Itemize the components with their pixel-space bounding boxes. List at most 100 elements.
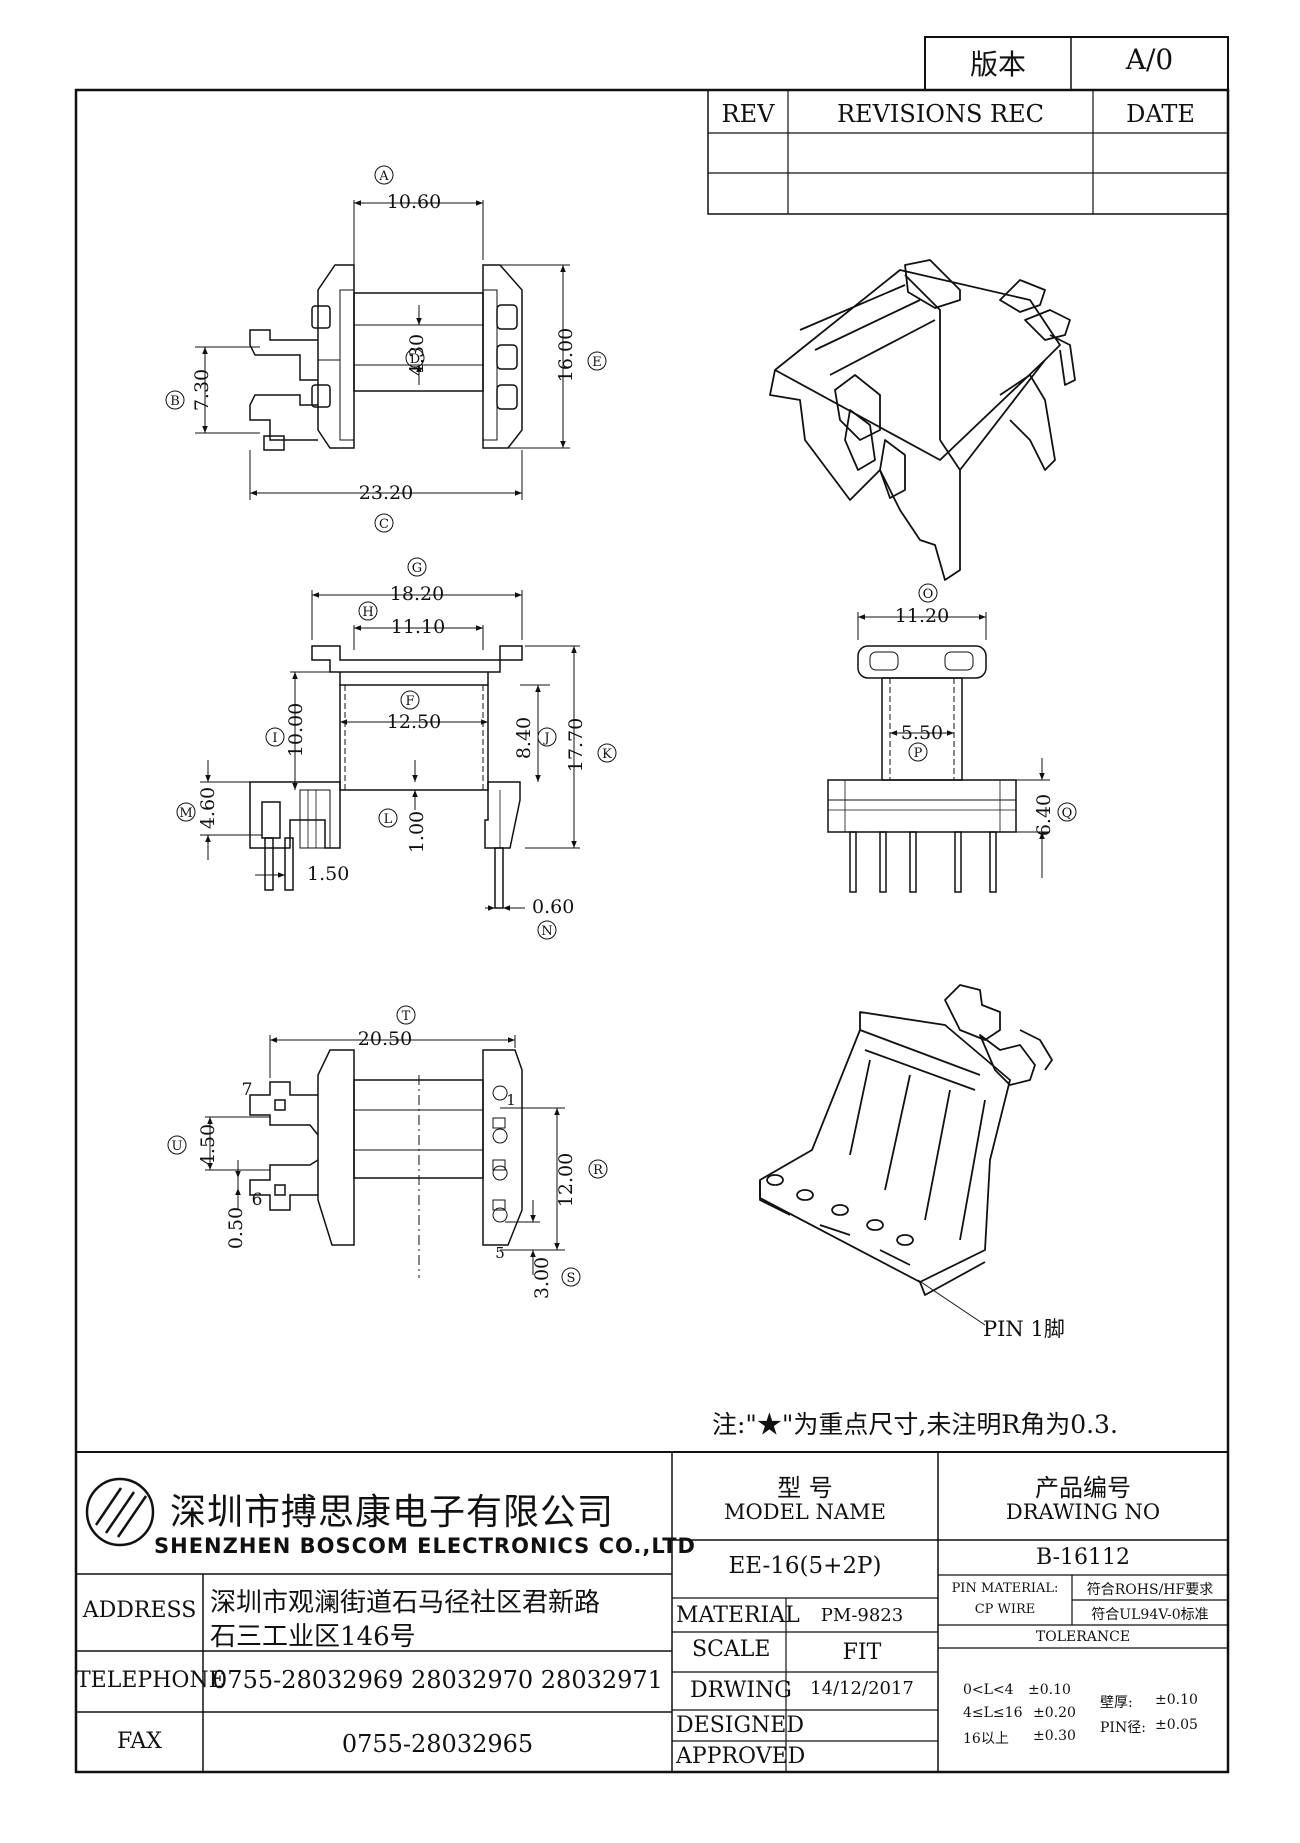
balloon-b: B <box>170 394 180 409</box>
dim-g: 18.20 <box>390 583 444 605</box>
drawing-label-en: DRAWING NO <box>1005 1500 1161 1524</box>
side-view-dimensions <box>857 612 1050 878</box>
pin-material-label: PIN MATERIAL: <box>951 1581 1059 1596</box>
address-label: ADDRESS <box>82 1598 197 1623</box>
company-name-en: SHENZHEN BOSCOM ELECTRONICS CO.,LTD <box>154 1534 696 1558</box>
balloon-l: L <box>384 812 393 827</box>
material-value: PM-9823 <box>820 1605 904 1626</box>
tol-value-3: ±0.30 <box>1033 1728 1076 1744</box>
ul-compliance: 符合UL94V-0标准 <box>1091 1607 1209 1623</box>
dim-n: 0.60 <box>532 896 574 918</box>
dim-f: 12.50 <box>387 711 441 733</box>
fax-value: 0755-28032965 <box>341 1730 534 1758</box>
dim-t: 20.50 <box>358 1028 412 1050</box>
dim-u: 4.50 <box>197 1124 219 1166</box>
model-label-en: MODEL NAME <box>724 1500 886 1524</box>
pin1-leader <box>917 1279 986 1326</box>
drawing-number: B-16112 <box>1036 1545 1130 1570</box>
approved-label: APPROVED <box>676 1744 806 1769</box>
scale-value: FIT <box>842 1640 882 1665</box>
dim-r: 12.00 <box>555 1153 577 1207</box>
front-view-balloons <box>176 557 617 940</box>
dim-d: 4.30 <box>406 334 428 376</box>
bottom-view-dimensions <box>205 1035 565 1275</box>
balloon-o: O <box>923 587 934 602</box>
balloon-j: J <box>542 731 549 746</box>
dim-m: 4.60 <box>197 787 219 829</box>
tol-value-1: ±0.10 <box>1028 1682 1071 1698</box>
isometric-view-bottom <box>759 984 1053 1296</box>
dim-s: 3.00 <box>531 1257 553 1299</box>
designed-label: DESIGNED <box>676 1713 804 1738</box>
drawing-note: 注:"★"为重点尺寸,未注明R角为0.3. <box>712 1410 1118 1439</box>
dim-e: 16.00 <box>555 328 577 382</box>
dim-o: 11.20 <box>895 605 949 627</box>
front-view-dimensions <box>200 590 580 911</box>
balloon-f: F <box>405 694 414 709</box>
balloon-c: C <box>379 517 389 532</box>
dim-c: 23.20 <box>359 482 413 504</box>
pin-diameter-label: PIN径: <box>1100 1720 1146 1736</box>
rev-header: REV <box>721 100 775 128</box>
wall-thickness-label: 壁厚: <box>1100 1695 1133 1711</box>
tol-range-3: 16以上 <box>963 1731 1009 1747</box>
front-view-outline <box>249 645 523 909</box>
top-view-balloons <box>165 165 607 533</box>
bottom-view-balloons <box>167 1005 608 1287</box>
pin-material-wire: CP WIRE <box>974 1602 1036 1617</box>
model-value: EE-16(5+2P) <box>728 1553 882 1579</box>
version-label: 版本 <box>969 48 1026 81</box>
material-label: MATERIAL <box>676 1603 800 1628</box>
dim-pin-pitch: 1.50 <box>307 863 349 885</box>
scale-label: SCALE <box>692 1637 771 1662</box>
top-view-outline <box>249 264 523 451</box>
telephone-value: 0755-28032969 28032970 28032971 <box>212 1666 663 1694</box>
side-view-outline <box>827 645 1017 893</box>
balloon-m: M <box>179 806 192 821</box>
pin1-callout: PIN 1脚 <box>983 1317 1065 1341</box>
drwing-date: 14/12/2017 <box>810 1678 914 1699</box>
balloon-t: T <box>402 1009 411 1024</box>
balloon-k: K <box>602 747 612 762</box>
side-view-balloons <box>908 583 1077 822</box>
wall-thickness-value: ±0.10 <box>1155 1692 1198 1708</box>
balloon-u: U <box>172 1139 183 1154</box>
balloon-n: N <box>541 924 552 939</box>
balloon-g: G <box>412 561 422 576</box>
telephone-label: TELEPHONE <box>76 1668 225 1693</box>
dim-l: 1.00 <box>406 811 428 853</box>
pin-label-6: 6 <box>252 1190 263 1210</box>
date-header: DATE <box>1126 100 1195 128</box>
dim-j: 8.40 <box>513 717 535 759</box>
model-label-cn: 型 号 <box>777 1474 833 1502</box>
dim-p: 5.50 <box>901 722 943 744</box>
sheet-frame <box>74 36 1230 1774</box>
pin-diameter-value: ±0.05 <box>1155 1717 1198 1733</box>
top-view-dimensions <box>195 200 570 500</box>
dim-h: 11.10 <box>391 616 445 638</box>
balloon-q: Q <box>1062 806 1073 821</box>
address-line1: 深圳市观澜街道石马径社区君新路 <box>210 1588 601 1618</box>
balloon-d: D <box>410 352 420 367</box>
dim-k: 17.70 <box>565 718 587 772</box>
drawing-label-cn: 产品编号 <box>1035 1474 1131 1502</box>
dim-a: 10.60 <box>387 191 441 213</box>
pin-label-1: 1 <box>506 1091 516 1109</box>
balloon-a: A <box>378 169 389 184</box>
drwing-label: DRWING <box>690 1678 792 1703</box>
tol-value-2: ±0.20 <box>1033 1705 1076 1721</box>
isometric-view-top <box>769 259 1076 581</box>
dim-v: 0.50 <box>225 1207 247 1249</box>
company-logo <box>85 1477 155 1547</box>
tol-range-2: 4≤L≤16 <box>963 1705 1023 1721</box>
balloon-i: I <box>272 731 277 746</box>
fax-label: FAX <box>117 1729 162 1754</box>
dim-q: 6.40 <box>1033 794 1055 836</box>
bottom-view-outline <box>249 1049 523 1278</box>
balloon-r: R <box>593 1163 604 1178</box>
version-value: A/0 <box>1125 43 1174 76</box>
balloon-p: P <box>914 746 923 761</box>
pin-label-5: 5 <box>495 1244 505 1262</box>
